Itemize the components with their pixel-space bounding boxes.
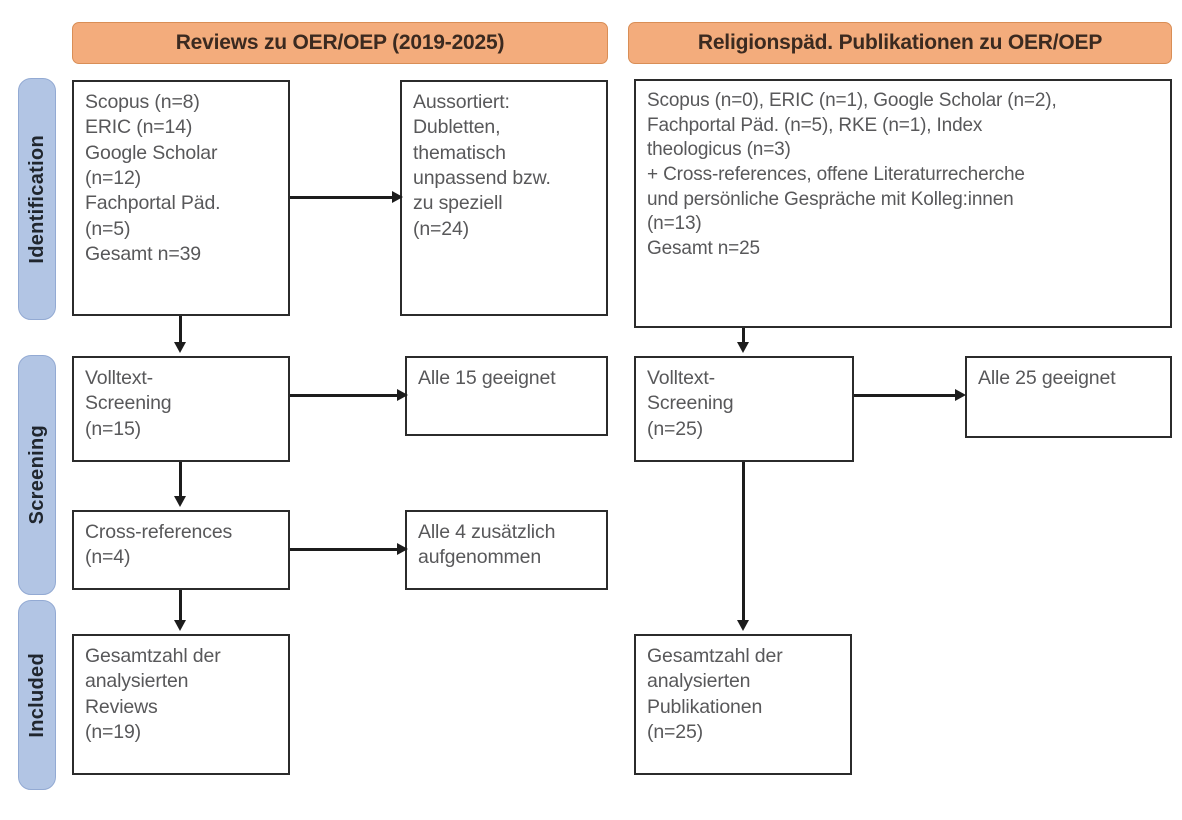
stage-label-screening: Screening	[18, 355, 56, 595]
box-left-fulltext-result: Alle 15 geeignet	[405, 356, 608, 436]
connector-right-sources-to-screening	[742, 328, 745, 344]
column-header-right: Religionspäd. Publikationen zu OER/OEP	[628, 22, 1172, 64]
stage-label-screening-text: Screening	[25, 425, 48, 525]
connector-left-crossrefs-to-included	[179, 590, 182, 622]
connector-right-screening-to-included	[742, 462, 745, 622]
box-left-fulltext-screening: Volltext- Screening (n=15)	[72, 356, 290, 462]
box-left-identification-sources: Scopus (n=8) ERIC (n=14) Google Scholar …	[72, 80, 290, 316]
arrowhead-left-screening-to-crossrefs	[174, 496, 186, 507]
box-right-identification-sources: Scopus (n=0), ERIC (n=1), Google Scholar…	[634, 79, 1172, 328]
box-right-fulltext-screening: Volltext- Screening (n=25)	[634, 356, 854, 462]
stage-label-identification: Identification	[18, 78, 56, 320]
arrowhead-right-screening-to-included	[737, 620, 749, 631]
connector-left-screening-to-result	[290, 394, 400, 397]
connector-left-crossrefs-to-result	[290, 548, 400, 551]
stage-label-identification-text: Identification	[25, 134, 48, 264]
arrowhead-left-sources-to-screening	[174, 342, 186, 353]
box-left-cross-references: Cross-references (n=4)	[72, 510, 290, 590]
stage-label-included: Included	[18, 600, 56, 790]
box-right-fulltext-result: Alle 25 geeignet	[965, 356, 1172, 438]
column-header-left: Reviews zu OER/OEP (2019-2025)	[72, 22, 608, 64]
arrowhead-left-crossrefs-to-result	[397, 543, 408, 555]
arrowhead-right-sources-to-screening	[737, 342, 749, 353]
box-right-included-total: Gesamtzahl der analysierten Publikatione…	[634, 634, 852, 775]
stage-label-included-text: Included	[25, 652, 48, 738]
arrowhead-right-screening-to-result	[955, 389, 966, 401]
connector-left-sources-to-screening	[179, 316, 182, 344]
box-left-included-total: Gesamtzahl der analysierten Reviews (n=1…	[72, 634, 290, 775]
connector-left-sources-to-excluded	[290, 196, 395, 199]
arrowhead-left-crossrefs-to-included	[174, 620, 186, 631]
arrowhead-left-sources-to-excluded	[392, 191, 403, 203]
connector-right-screening-to-result	[854, 394, 958, 397]
connector-left-screening-to-crossrefs	[179, 462, 182, 498]
arrowhead-left-screening-to-result	[397, 389, 408, 401]
box-left-cross-references-result: Alle 4 zusätzlich aufgenommen	[405, 510, 608, 590]
box-left-excluded: Aussortiert: Dubletten, thematisch unpas…	[400, 80, 608, 316]
